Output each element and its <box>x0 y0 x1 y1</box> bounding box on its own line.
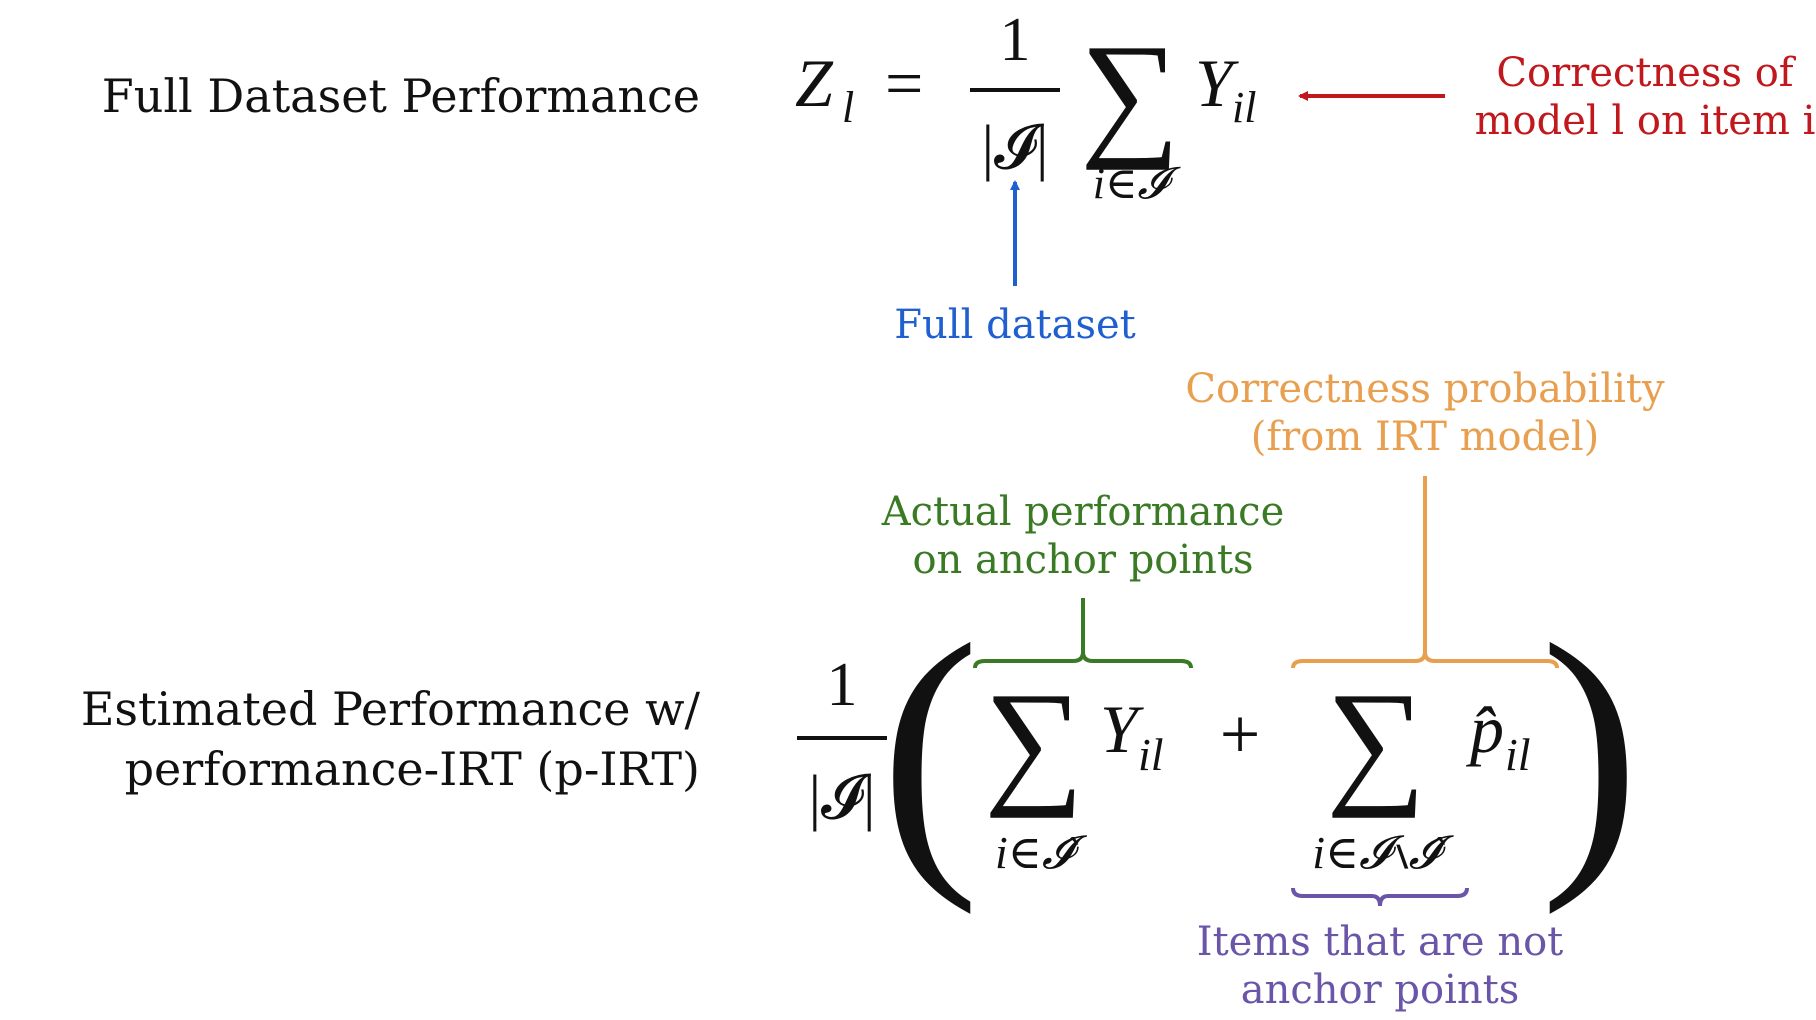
eq2-sum2-symbol: ∑ <box>1326 664 1426 819</box>
eq2-plus: + <box>1220 694 1261 774</box>
eq2-close-paren: ) <box>1540 583 1640 916</box>
green-overbrace <box>973 651 1193 669</box>
full-dataset-equation: Z l = 1 |𝓘| ∑ i∈𝓘 Y il <box>795 6 1256 208</box>
full-dataset-performance-label: Full Dataset Performance <box>102 69 700 123</box>
correctness-label-line2: model l on item i <box>1475 98 1816 144</box>
eq2-term2-var: p̂ <box>1466 691 1504 767</box>
correctness-probability-line2: (from IRT model) <box>1251 414 1600 460</box>
estimated-equation: 1 |𝓘| ( ∑ i∈𝓘̂ Y il + ∑ i∈𝓘∖𝓘̂ p̂ il ) <box>797 583 1640 916</box>
eq1-equals: = <box>885 45 923 121</box>
eq2-sum1-index: i∈𝓘̂ <box>995 827 1088 878</box>
purple-underbrace <box>1291 887 1469 907</box>
eq1-frac-num: 1 <box>1000 6 1031 74</box>
eq2-term1-sub: il <box>1138 729 1164 780</box>
eq2-frac-num: 1 <box>827 651 858 719</box>
orange-overbrace <box>1291 651 1559 669</box>
non-anchor-items-line2: anchor points <box>1241 967 1520 1013</box>
eq1-term-sub: il <box>1232 83 1256 132</box>
actual-performance-line2: on anchor points <box>912 537 1253 583</box>
actual-performance-line1: Actual performance <box>881 489 1285 535</box>
eq2-sum1-symbol: ∑ <box>984 664 1084 819</box>
eq1-lhs-var: Z <box>795 45 834 121</box>
eq1-lhs-sub: l <box>842 83 854 132</box>
correctness-label-line1: Correctness of <box>1496 50 1796 96</box>
eq1-frac-den: |𝓘| <box>982 114 1049 182</box>
full-dataset-label: Full dataset <box>894 302 1135 348</box>
eq1-sum-symbol: ∑ <box>1080 16 1180 171</box>
eq2-open-paren: ( <box>880 583 980 916</box>
eq2-term1-var: Y <box>1100 691 1144 767</box>
estimated-performance-label-line1: Estimated Performance w/ <box>81 682 701 736</box>
eq1-term-var: Y <box>1195 45 1239 121</box>
eq2-frac-den: |𝓘| <box>809 764 876 832</box>
eq2-term2-sub: il <box>1505 729 1531 780</box>
eq1-sum-index: i∈𝓘 <box>1093 159 1182 208</box>
estimated-performance-label-line2: performance-IRT (p-IRT) <box>125 742 700 796</box>
eq2-sum2-index: i∈𝓘∖𝓘̂ <box>1312 827 1454 878</box>
correctness-probability-line1: Correctness probability <box>1185 366 1665 412</box>
non-anchor-items-line1: Items that are not <box>1197 919 1563 965</box>
